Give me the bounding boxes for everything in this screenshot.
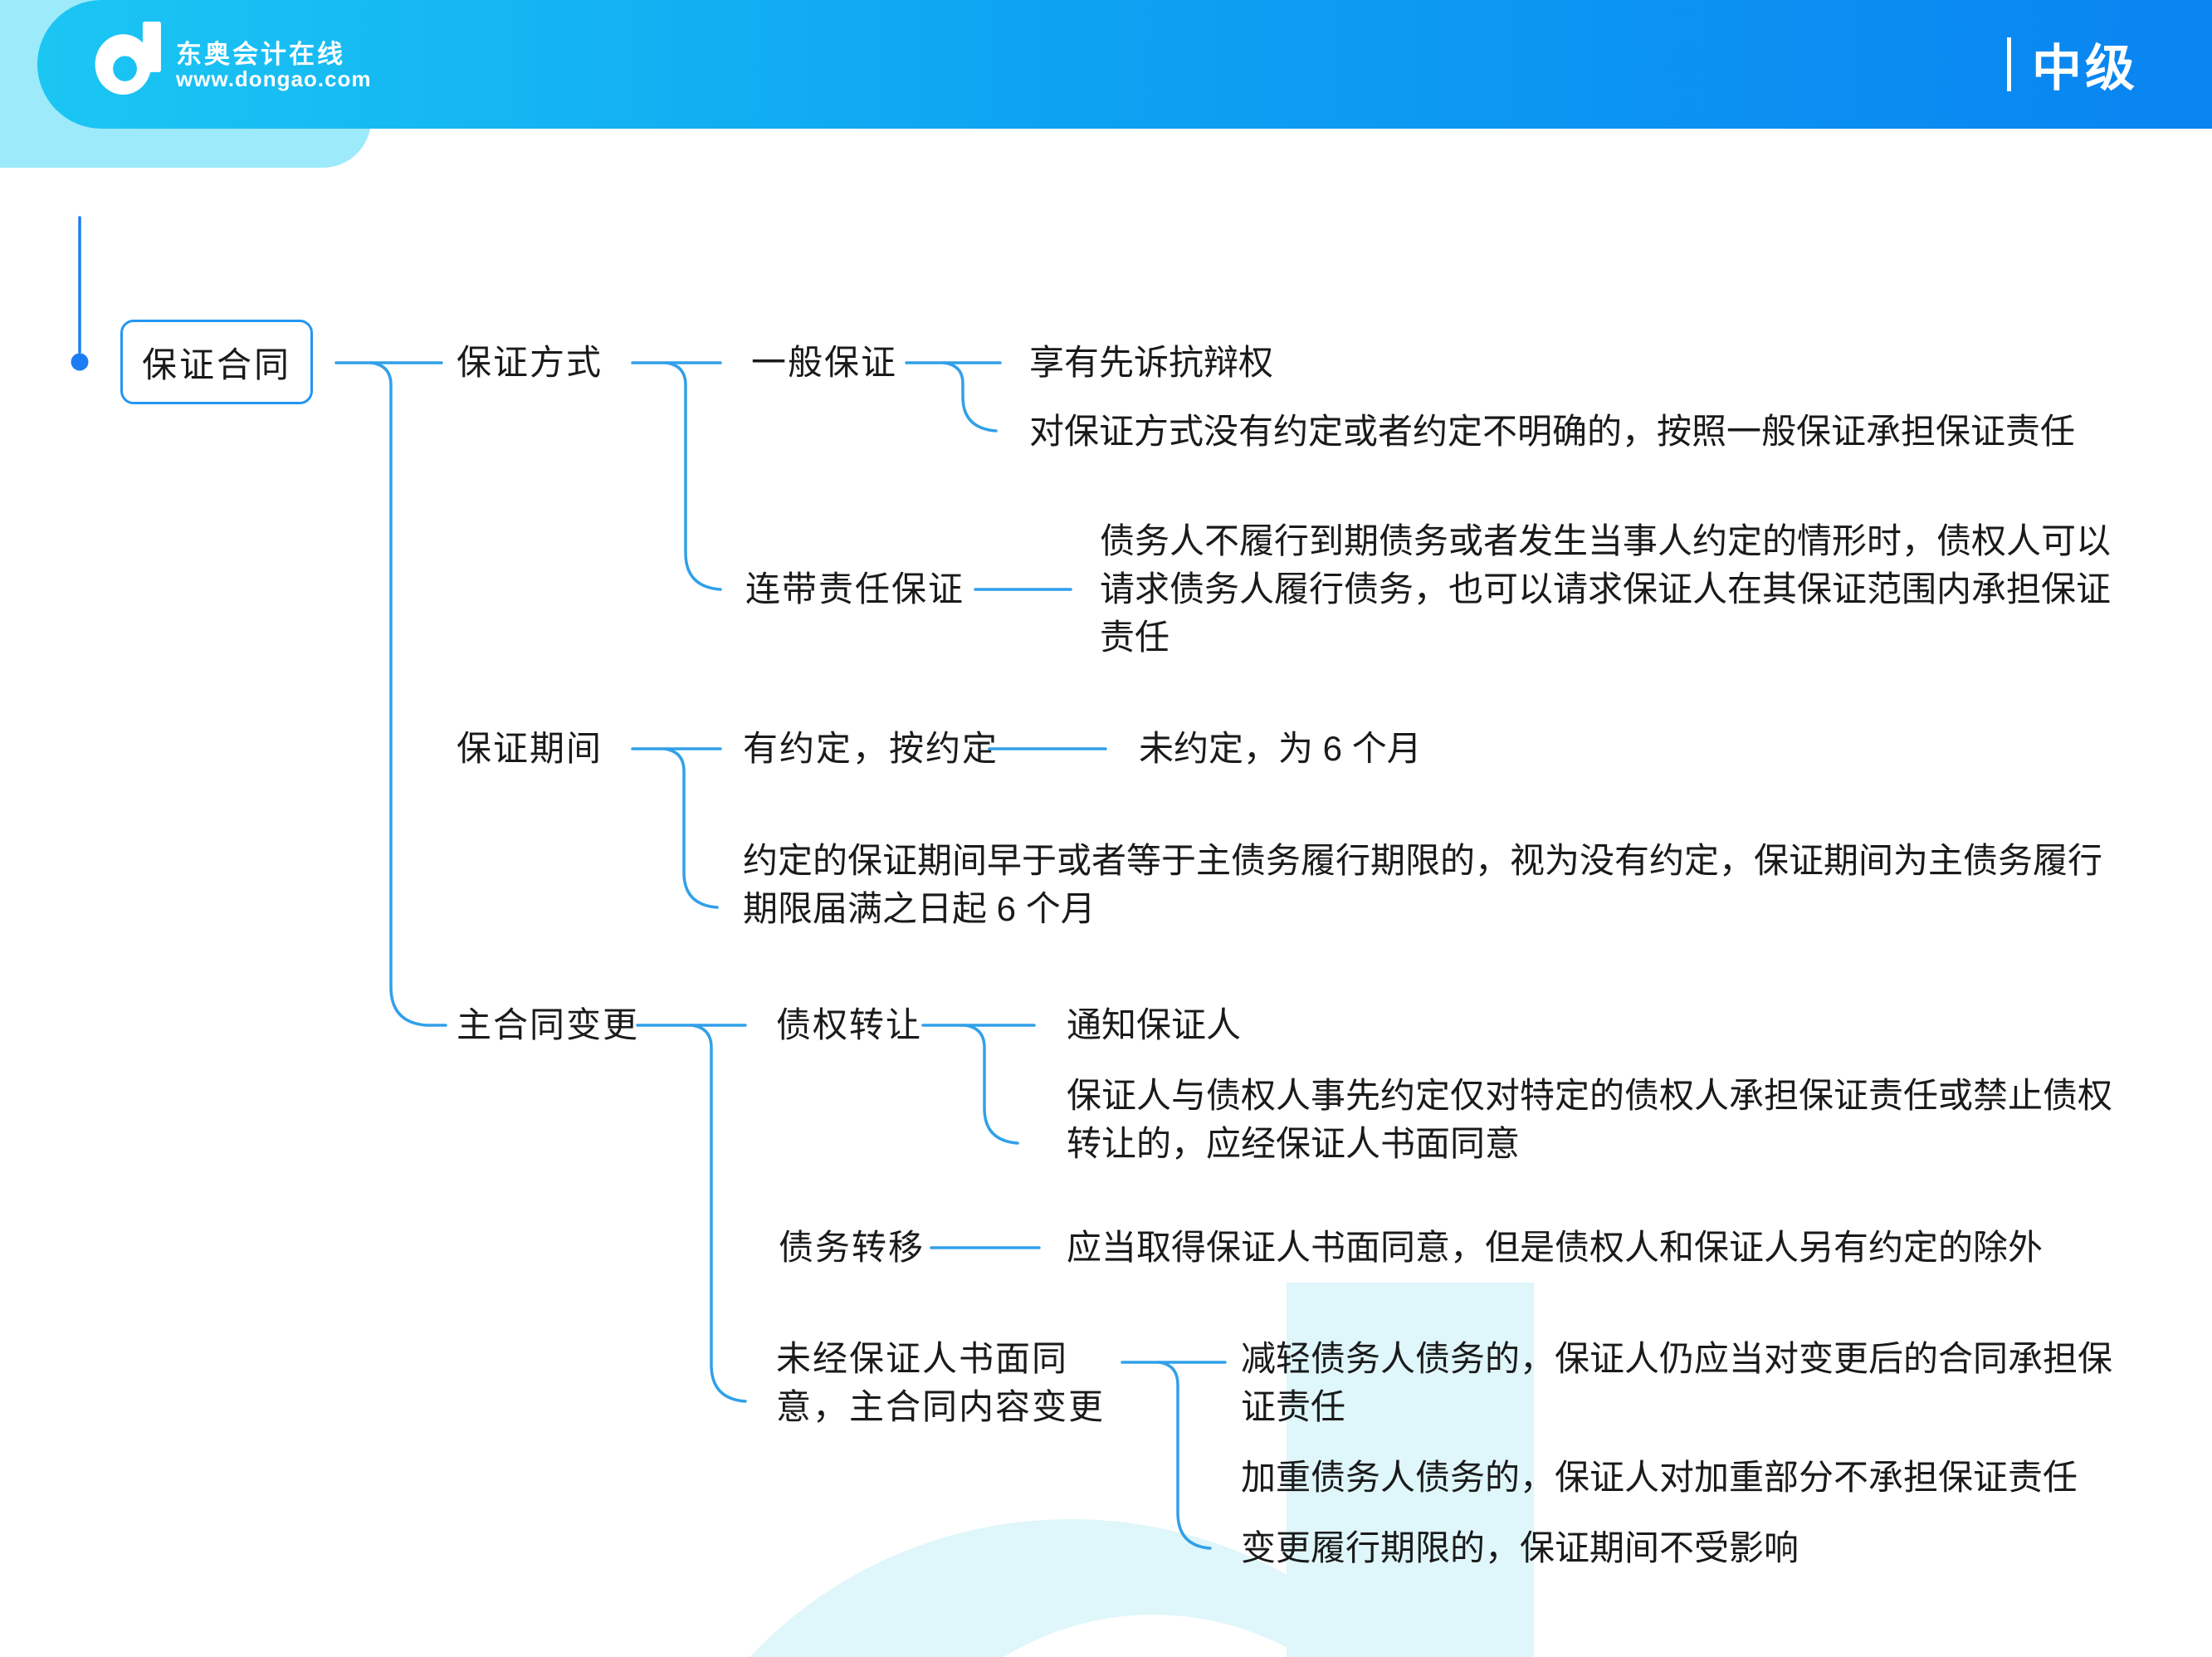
node-root-label: 保证合同 (141, 345, 291, 384)
node-credit-transfer: 债权转让 (776, 1005, 923, 1044)
header-bar (37, 0, 2212, 129)
node-guarantee-period: 保证期间 (457, 729, 603, 768)
level-separator (2007, 37, 2011, 91)
leaf-period-rule-line1: 约定的保证期间早于或者等于主债务履行期限的，视为没有约定，保证期间为主债务履行 (743, 841, 2103, 880)
leaf-lighten-debt-line1: 减轻债务人债务的，保证人仍应当对变更后的合同承担保 (1241, 1339, 2113, 1378)
leaf-period-rule-line2: 期限届满之日起 6 个月 (743, 889, 1096, 928)
node-root: 保证合同 (120, 320, 313, 404)
leaf-change-performance-period: 变更履行期限的，保证期间不受影响 (1241, 1528, 1799, 1567)
leaf-notify-guarantor: 通知保证人 (1067, 1005, 1242, 1044)
leaf-not-agreed-six-months: 未约定，为 6 个月 (1139, 729, 1422, 768)
level-badge: 中级 (2032, 41, 2138, 96)
leaf-credit-transfer-rule-line1: 保证人与债权人事先约定仅对特定的债权人承担保证责任或禁止债权 (1067, 1076, 2113, 1115)
leaf-lighten-debt-line2: 证责任 (1241, 1387, 1346, 1426)
node-no-written-consent-line2: 意，主合同内容变更 (776, 1387, 1106, 1426)
leaf-aggravate-debt: 加重债务人债务的，保证人对加重部分不承担保证责任 (1241, 1458, 2078, 1497)
leaf-credit-transfer-rule-line2: 转让的，应经保证人书面同意 (1067, 1124, 1521, 1163)
dongao-logo-icon (95, 22, 161, 95)
leaf-period-rule: 约定的保证期间早于或者等于主债务履行期限的，视为没有约定，保证期间为主债务履行 … (743, 837, 2102, 933)
brand-name: 东奥会计在线 (176, 40, 345, 69)
node-debt-transfer: 债务转移 (779, 1228, 925, 1267)
node-no-written-consent-line1: 未经保证人书面同 (776, 1339, 1069, 1378)
node-guarantee-mode: 保证方式 (457, 343, 603, 382)
leaf-joint-desc-line2: 请求债务人履行债务，也可以请求保证人在其保证范围内承担保证 (1100, 569, 2112, 609)
node-main-contract-change: 主合同变更 (457, 1005, 640, 1044)
root-anchor-dot (71, 353, 89, 371)
node-agreed: 有约定，按约定 (743, 729, 999, 768)
leaf-debt-transfer-rule: 应当取得保证人书面同意，但是债权人和保证人另有约定的除外 (1067, 1228, 2044, 1267)
leaf-lighten-debt: 减轻债务人债务的，保证人仍应当对变更后的合同承担保 证责任 (1241, 1335, 2112, 1431)
leaf-plea-right: 享有先诉抗辩权 (1029, 343, 1274, 382)
node-general-guarantee: 一般保证 (751, 343, 898, 382)
leaf-joint-desc-line3: 责任 (1100, 618, 1170, 657)
node-no-written-consent: 未经保证人书面同 意，主合同内容变更 (776, 1335, 1105, 1431)
leaf-default-general: 对保证方式没有约定或者约定不明确的，按照一般保证承担保证责任 (1029, 412, 2076, 451)
leaf-joint-desc: 债务人不履行到期债务或者发生当事人约定的情形时，债权人可以 请求债务人履行债务，… (1100, 517, 2111, 662)
leaf-joint-desc-line1: 债务人不履行到期债务或者发生当事人约定的情形时，债权人可以 (1100, 521, 2112, 560)
brand-url: www.dongao.com (176, 66, 372, 91)
leaf-credit-transfer-rule: 保证人与债权人事先约定仅对特定的债权人承担保证责任或禁止债权 转让的，应经保证人… (1067, 1072, 2112, 1168)
node-joint-liability: 连带责任保证 (745, 569, 965, 609)
